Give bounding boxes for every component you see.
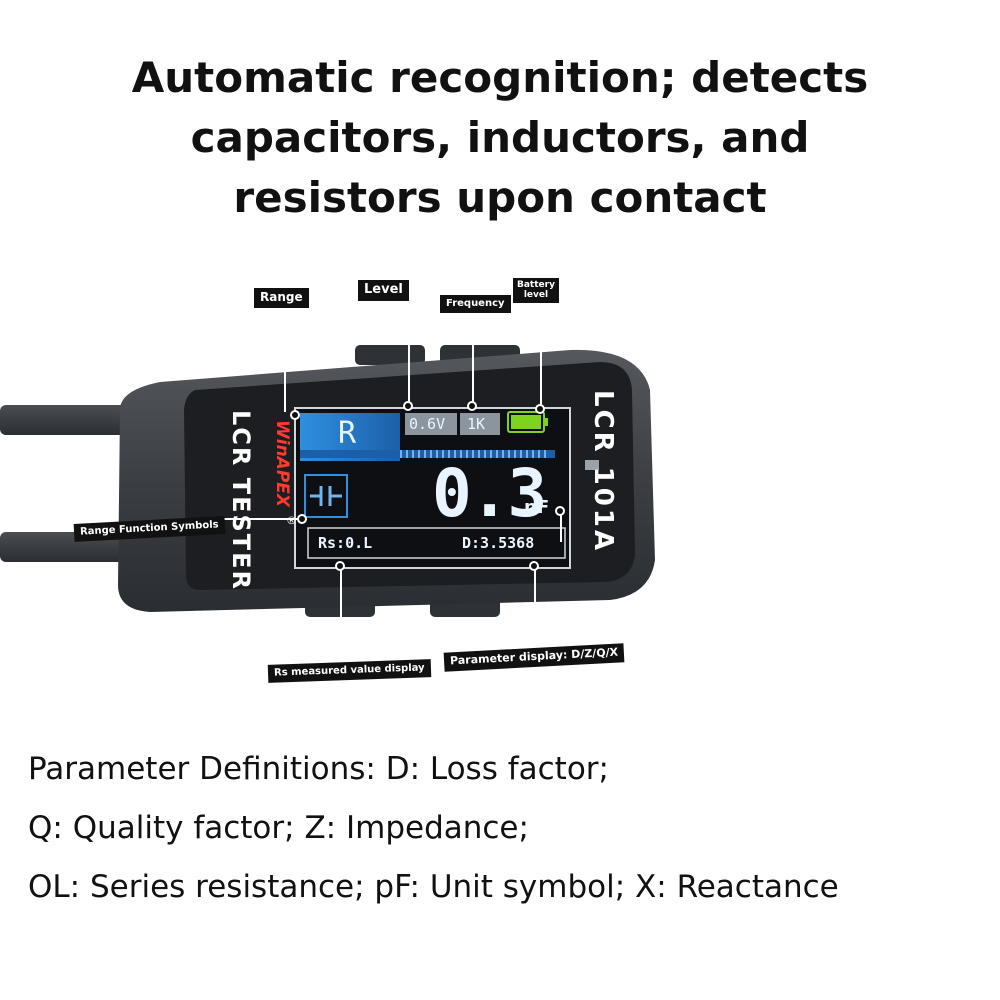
leader-unit	[560, 512, 562, 542]
leader-battery	[540, 310, 542, 408]
lcd-level-box	[405, 413, 457, 435]
capacitor-symbol-icon	[310, 486, 342, 506]
callout-battery: Battery level	[513, 278, 559, 303]
definitions-line-2: Q: Quality factor; Z: Impedance;	[28, 810, 529, 846]
dot-frequency	[467, 401, 477, 411]
lcd-progress-track	[300, 450, 555, 458]
registered-mark: ®	[286, 514, 297, 527]
leader-level	[408, 302, 410, 406]
dot-range-function	[297, 514, 307, 524]
device-body-svg	[0, 345, 655, 617]
headline-line-1: Automatic recognition; detects	[131, 53, 869, 102]
battery-fill	[511, 415, 541, 429]
lcd-unit: pF	[524, 497, 550, 518]
brand-logo: WinAPEX	[272, 420, 292, 508]
callout-level: Level	[358, 280, 409, 301]
lcd-frequency-value: 1K	[467, 415, 486, 433]
leader-rs	[340, 568, 342, 666]
callout-range: Range	[254, 288, 309, 308]
dot-range	[290, 410, 300, 420]
top-button-left	[355, 345, 425, 365]
dot-parameter	[529, 561, 539, 571]
battery-tip	[544, 418, 548, 426]
lcd-rs-value: Rs:0.L	[318, 534, 373, 552]
headline-line-3: resistors upon contact	[233, 173, 767, 222]
device-label-left: LCR TESTER	[227, 410, 255, 592]
leader-frequency	[472, 318, 474, 406]
dot-rs	[335, 561, 345, 571]
lcr-tester-illustration: LCR TESTER WinAPEX ® LCR 101A R 0.6V 1K …	[0, 250, 1000, 700]
callout-frequency: Frequency	[440, 295, 511, 313]
definitions-line-3: OL: Series resistance; pF: Unit symbol; …	[28, 869, 839, 905]
lcd-frequency-box	[460, 413, 500, 435]
lcd-mode-letter: R	[338, 416, 357, 451]
lcd-main-reading: 0.3	[432, 455, 547, 532]
headline-line-2: capacitors, inductors, and	[190, 113, 810, 162]
range-function-box	[304, 474, 348, 518]
dot-unit	[555, 506, 565, 516]
dot-level	[403, 401, 413, 411]
model-stripe	[585, 460, 599, 470]
lcd-info-strip	[307, 527, 566, 559]
lcd-d-value: D:3.5368	[462, 534, 535, 552]
definitions-line-1: Parameter Definitions: D: Loss factor;	[28, 751, 609, 787]
model-label: LCR 101A	[588, 390, 618, 554]
headline: Automatic recognition; detects capacitor…	[0, 48, 1000, 228]
callout-battery-line2: level	[523, 290, 549, 301]
parameter-definitions: Parameter Definitions: D: Loss factor; Q…	[28, 740, 978, 917]
callout-battery-line1: Battery	[517, 280, 555, 290]
leader-range	[284, 312, 286, 412]
dot-battery	[535, 404, 545, 414]
lcd-level-value: 0.6V	[409, 415, 446, 433]
leader-parameter	[534, 568, 536, 648]
leader-range-function	[210, 518, 302, 520]
lcd-progress-ticks	[400, 450, 546, 458]
